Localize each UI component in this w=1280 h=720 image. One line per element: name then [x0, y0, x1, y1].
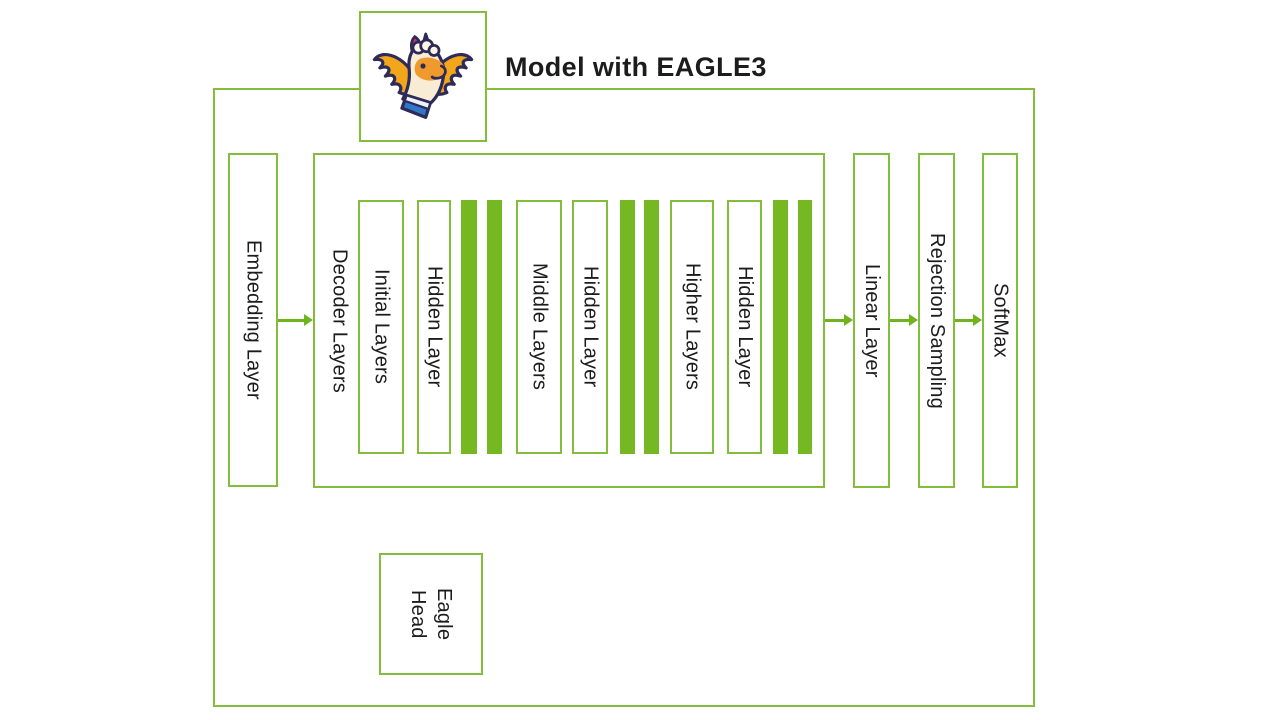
node-label: Hidden Layer [579, 266, 602, 388]
hidden-state-bar [487, 200, 502, 454]
flow-arrow-decoder-to-linear [825, 314, 853, 327]
node-label: Eagle Head [405, 588, 457, 640]
node-label: Initial Layers [370, 269, 393, 385]
hidden-state-bar [620, 200, 635, 454]
node-eagle-head: Eagle Head [379, 553, 483, 675]
hidden-state-bar [644, 200, 659, 454]
node-initial-layers: Initial Layers [358, 200, 404, 454]
node-label: Linear Layer [861, 263, 883, 378]
node-decoder-layers: Decoder Layers Initial Layers Hidden Lay… [313, 153, 825, 488]
winged-llama-logo-icon [372, 32, 474, 119]
model-outer-container [213, 88, 1035, 707]
hidden-state-bar [798, 200, 812, 454]
flow-arrow-embedding-to-decoder [278, 314, 313, 327]
node-hidden-layer-3: Hidden Layer [727, 200, 762, 454]
node-label: Hidden Layer [423, 266, 446, 388]
eagle-logo-box [359, 11, 487, 142]
node-label: Middle Layers [528, 263, 551, 391]
flow-arrow-rejection-to-softmax [955, 314, 982, 327]
node-label: Higher Layers [681, 263, 704, 391]
node-higher-layers: Higher Layers [670, 200, 714, 454]
node-rejection-sampling: Rejection Sampling [918, 153, 955, 488]
node-label: Hidden Layer [734, 266, 756, 388]
node-middle-layers: Middle Layers [516, 200, 562, 454]
decoder-layers-label-wrap: Decoder Layers [319, 155, 359, 486]
node-label: Embedding Layer [242, 240, 265, 400]
flow-arrow-linear-to-rejection [890, 314, 918, 327]
hidden-state-bar [461, 200, 477, 454]
hidden-state-bar [773, 200, 788, 454]
node-label: SoftMax [989, 283, 1012, 358]
diagram-title: Model with EAGLE3 [505, 52, 767, 82]
node-label: Decoder Layers [328, 248, 351, 393]
node-label: Rejection Sampling [926, 232, 948, 409]
eagle-head-line-2: Head [407, 589, 429, 639]
node-embedding-layer: Embedding Layer [228, 153, 278, 487]
eagle-head-line-1: Eagle [433, 587, 455, 641]
node-hidden-layer-2: Hidden Layer [572, 200, 608, 454]
node-hidden-layer-1: Hidden Layer [417, 200, 451, 454]
node-softmax: SoftMax [982, 153, 1018, 488]
node-linear-layer: Linear Layer [853, 153, 890, 488]
